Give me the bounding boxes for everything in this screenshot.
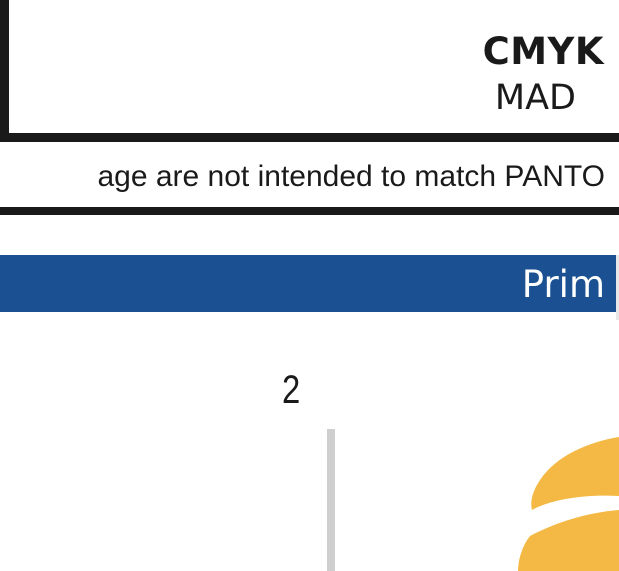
color-model-subtitle: MAD bbox=[494, 78, 576, 118]
disclaimer-rule bbox=[0, 207, 619, 215]
page-number: 2 bbox=[282, 368, 301, 412]
logo-swoosh-lower bbox=[518, 510, 619, 571]
color-spec-box: CMYK MAD bbox=[0, 0, 619, 142]
band-edge-divider bbox=[616, 255, 619, 320]
section-header-band: Prim bbox=[0, 255, 616, 312]
disclaimer-text: age are not intended to match PANTO bbox=[97, 160, 605, 193]
section-header-label: Prim bbox=[521, 263, 605, 306]
yellow-swoosh-logo-icon bbox=[518, 437, 619, 571]
logo-swoosh-upper bbox=[531, 437, 619, 510]
center-divider bbox=[327, 429, 335, 571]
box-bottom-rule bbox=[0, 133, 619, 142]
box-left-rule bbox=[0, 0, 9, 142]
color-model-heading: CMYK bbox=[482, 30, 604, 73]
